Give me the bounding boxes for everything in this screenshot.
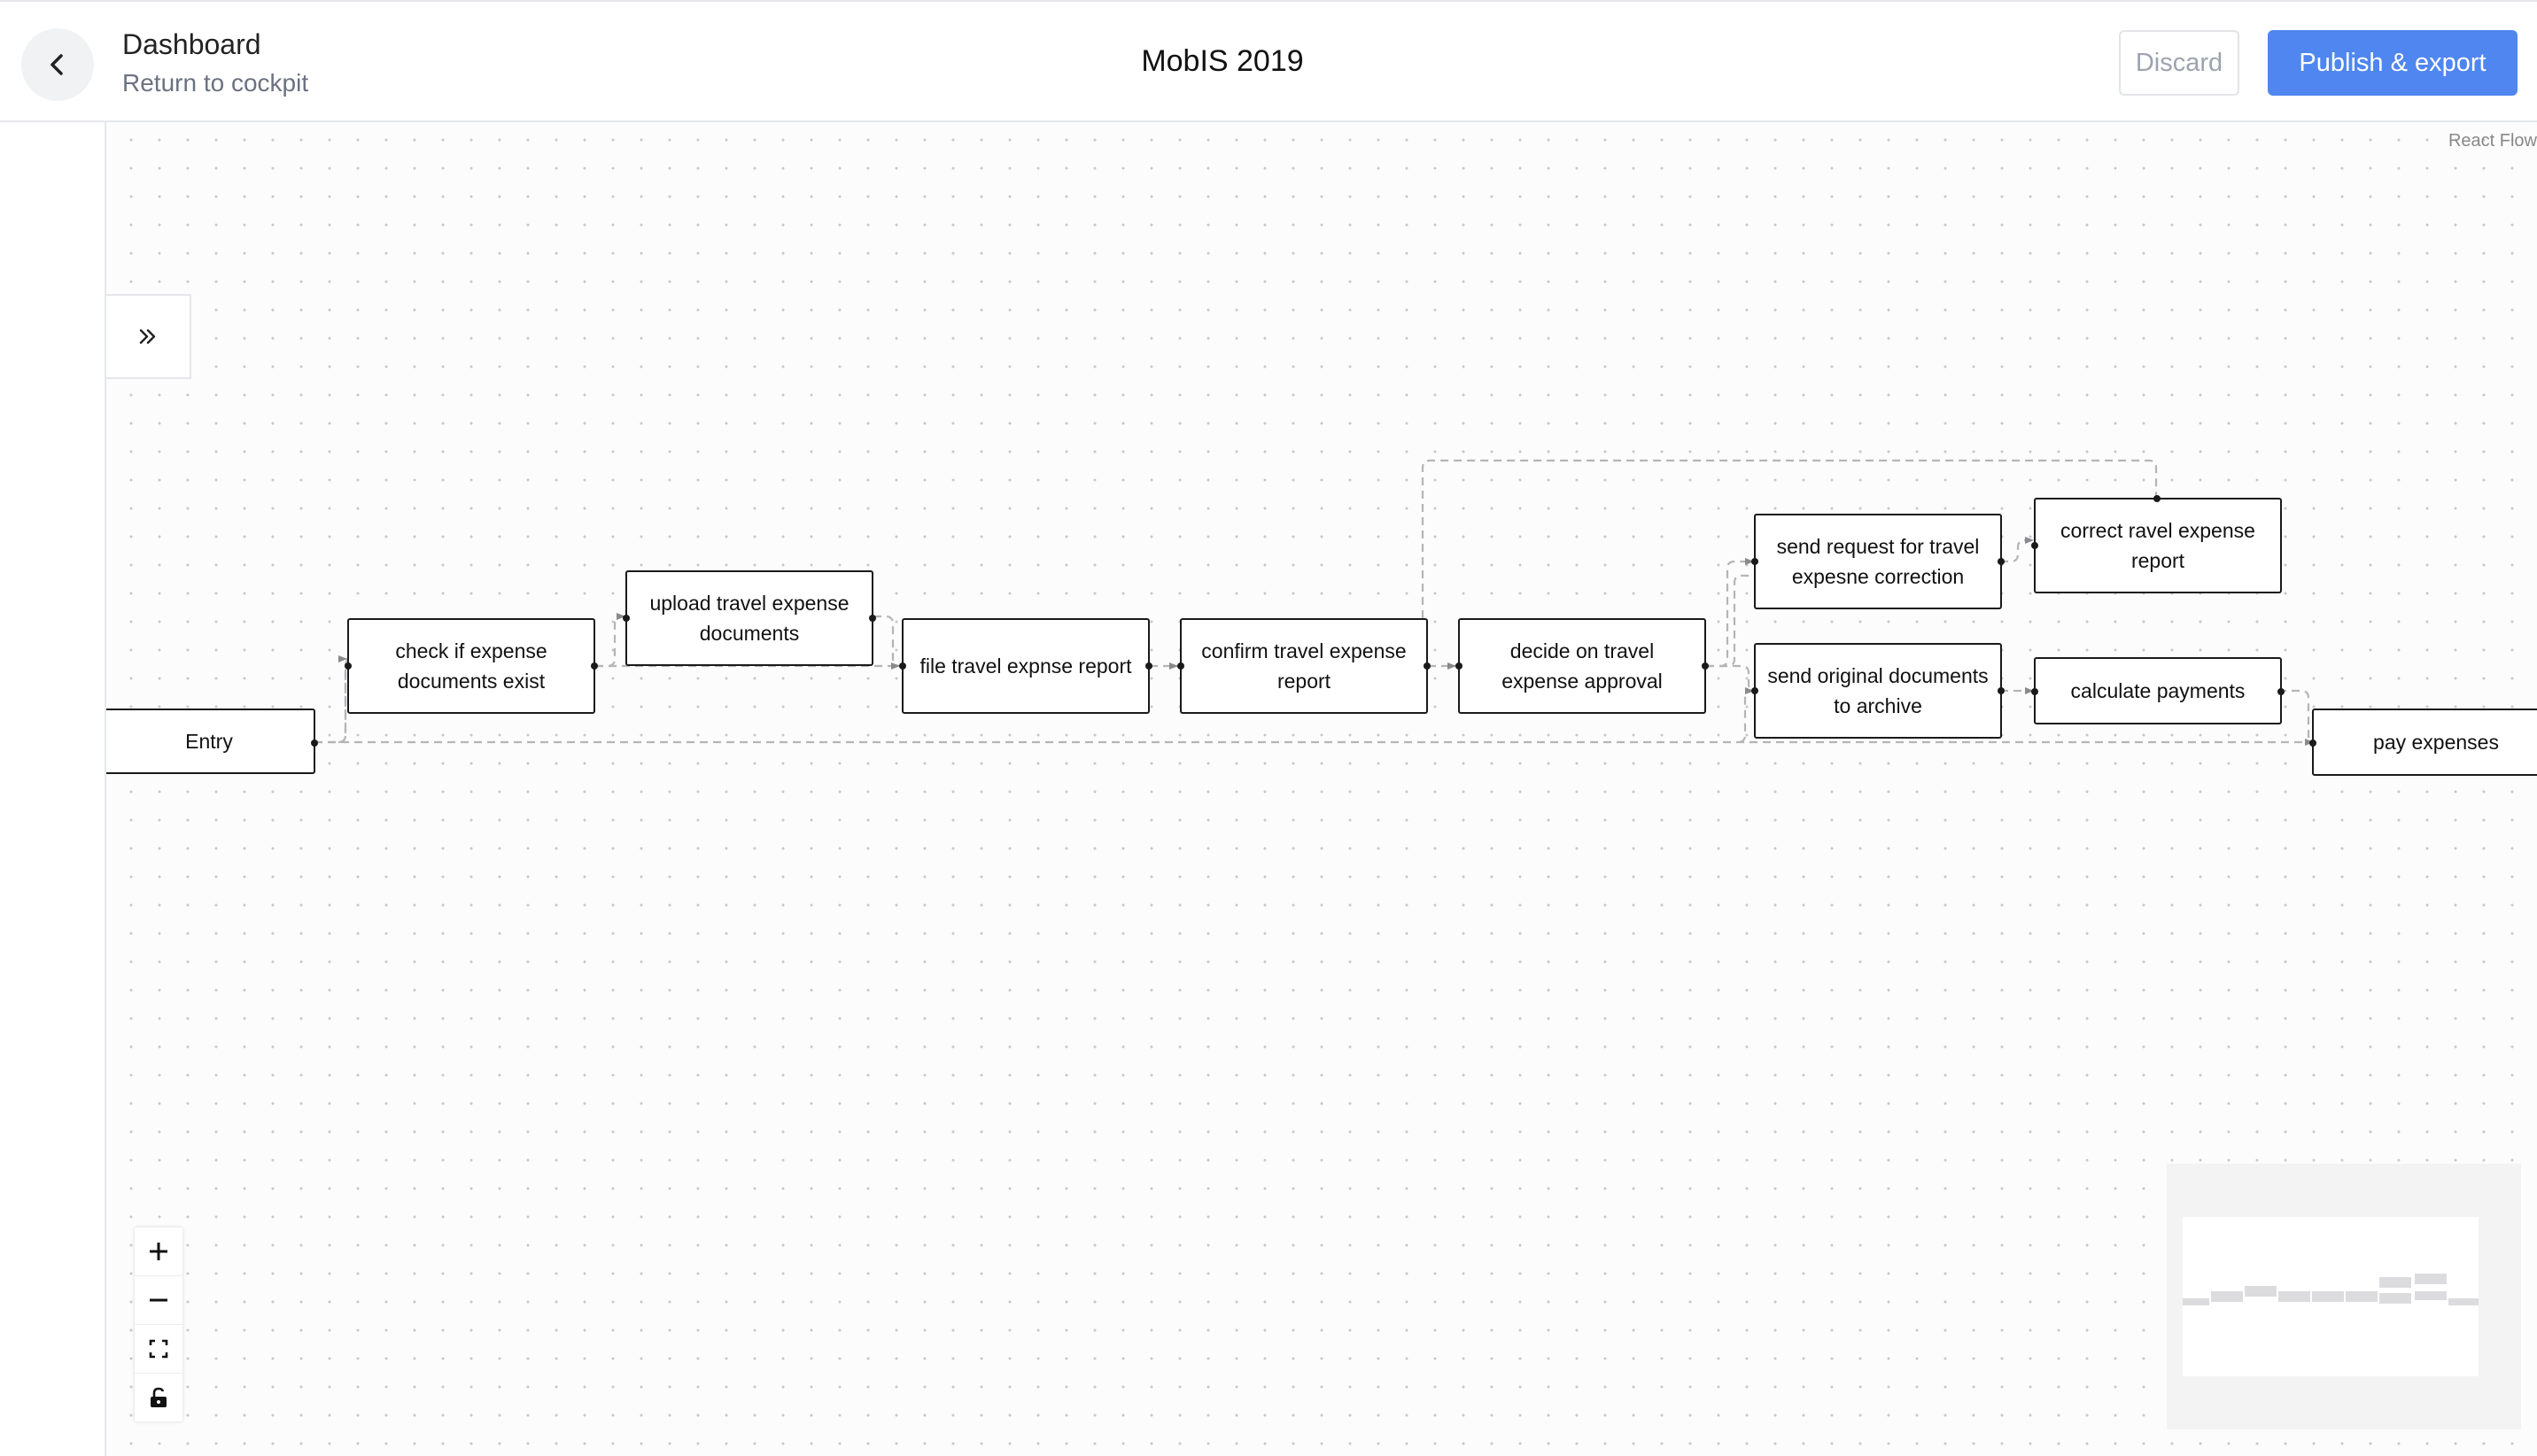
source-handle[interactable]	[869, 615, 876, 622]
source-handle[interactable]	[1424, 662, 1431, 670]
fit-view-icon	[149, 1339, 168, 1359]
zoom-out-button[interactable]	[135, 1276, 182, 1325]
edge-check-upload	[595, 615, 627, 668]
target-handle[interactable]	[2031, 688, 2038, 695]
node-label: send original documents to archive	[1767, 664, 1989, 717]
node-label: decide on travel expense approval	[1501, 639, 1663, 693]
node-label: file travel expnse report	[919, 654, 1132, 678]
target-handle[interactable]	[2031, 542, 2038, 549]
node-send-correction-request[interactable]: send request for travel expesne correcti…	[1751, 514, 2005, 609]
target-handle-top[interactable]	[2153, 495, 2161, 502]
minus-icon	[150, 1298, 167, 1302]
collapsed-sidebar	[0, 122, 106, 1456]
edge-calculate-pay	[2278, 689, 2316, 744]
source-handle[interactable]	[1998, 687, 2005, 694]
back-button[interactable]	[21, 28, 94, 101]
discard-button[interactable]: Discard	[2119, 30, 2239, 96]
unlock-icon	[151, 1387, 167, 1407]
edge-decide-original	[1706, 664, 1757, 693]
target-handle[interactable]	[345, 662, 352, 670]
dashboard-link[interactable]: Dashboard	[122, 28, 261, 60]
node-decide-approval[interactable]: decide on travel expense approval	[1455, 618, 1709, 714]
fit-view-button[interactable]	[135, 1325, 182, 1374]
target-handle[interactable]	[2309, 740, 2316, 747]
flow-edges	[314, 459, 2316, 746]
edge-confirm-correct-loop	[1421, 459, 2158, 618]
node-send-originals-archive[interactable]: send original documents to archive	[1751, 643, 2005, 739]
node-correct-report[interactable]: correct ravel expense report	[2031, 495, 2282, 593]
minimap[interactable]	[2167, 1164, 2521, 1429]
node-file-report[interactable]: file travel expnse report	[899, 618, 1152, 714]
node-label: Entry	[185, 730, 233, 753]
node-label: upload travel expense documents	[649, 592, 850, 645]
minimap-view	[2183, 1217, 2479, 1376]
node-confirm-report[interactable]: confirm travel expense report	[1177, 618, 1431, 714]
react-flow-attribution[interactable]: React Flow	[2448, 131, 2537, 151]
plus-icon	[150, 1243, 167, 1260]
node-label: pay expenses	[2373, 731, 2499, 754]
node-upload-documents[interactable]: upload travel expense documents	[623, 570, 876, 666]
edge-request-correct	[2000, 538, 2036, 563]
target-handle[interactable]	[1751, 558, 1758, 565]
node-entry[interactable]: Entry	[106, 709, 318, 774]
node-label: correct ravel expense report	[2060, 519, 2255, 572]
sidebar-expand-button[interactable]	[106, 294, 191, 379]
top-header: Dashboard Return to cockpit MobIS 2019 D…	[0, 0, 2537, 122]
publish-export-button[interactable]: Publish & export	[2268, 30, 2518, 96]
edge-original-pay	[1737, 689, 1757, 744]
return-to-cockpit-link[interactable]: Return to cockpit	[122, 69, 309, 97]
target-handle[interactable]	[899, 662, 906, 670]
chevron-left-icon	[50, 54, 63, 75]
flow-canvas[interactable]: React Flow	[106, 122, 2537, 1456]
node-check-documents[interactable]: check if expense documents exist	[345, 618, 598, 714]
node-label: confirm travel expense report	[1201, 639, 1407, 693]
node-label: send request for travel expesne correcti…	[1776, 535, 1980, 588]
source-handle[interactable]	[1702, 662, 1709, 670]
source-handle[interactable]	[1145, 662, 1152, 670]
node-label: calculate payments	[2070, 679, 2246, 702]
node-pay-expenses[interactable]: pay expenses	[2309, 709, 2537, 776]
source-handle[interactable]	[2277, 688, 2285, 695]
project-title: MobIS 2019	[1141, 44, 1304, 78]
interactivity-toggle-button[interactable]	[135, 1374, 182, 1421]
edge-upload-file	[873, 615, 902, 668]
source-handle[interactable]	[591, 662, 598, 670]
edge-decide-request	[1706, 560, 1756, 668]
source-handle[interactable]	[311, 740, 318, 747]
node-label: check if expense documents exist	[395, 639, 547, 693]
target-handle[interactable]	[1455, 662, 1462, 670]
flow-controls	[135, 1228, 182, 1421]
target-handle[interactable]	[1177, 662, 1184, 670]
target-handle[interactable]	[1751, 687, 1758, 694]
node-calculate-payments[interactable]: calculate payments	[2031, 657, 2285, 724]
source-handle[interactable]	[1998, 558, 2005, 565]
zoom-in-button[interactable]	[135, 1228, 182, 1276]
double-chevron-right-icon	[139, 329, 156, 345]
target-handle[interactable]	[623, 615, 630, 622]
